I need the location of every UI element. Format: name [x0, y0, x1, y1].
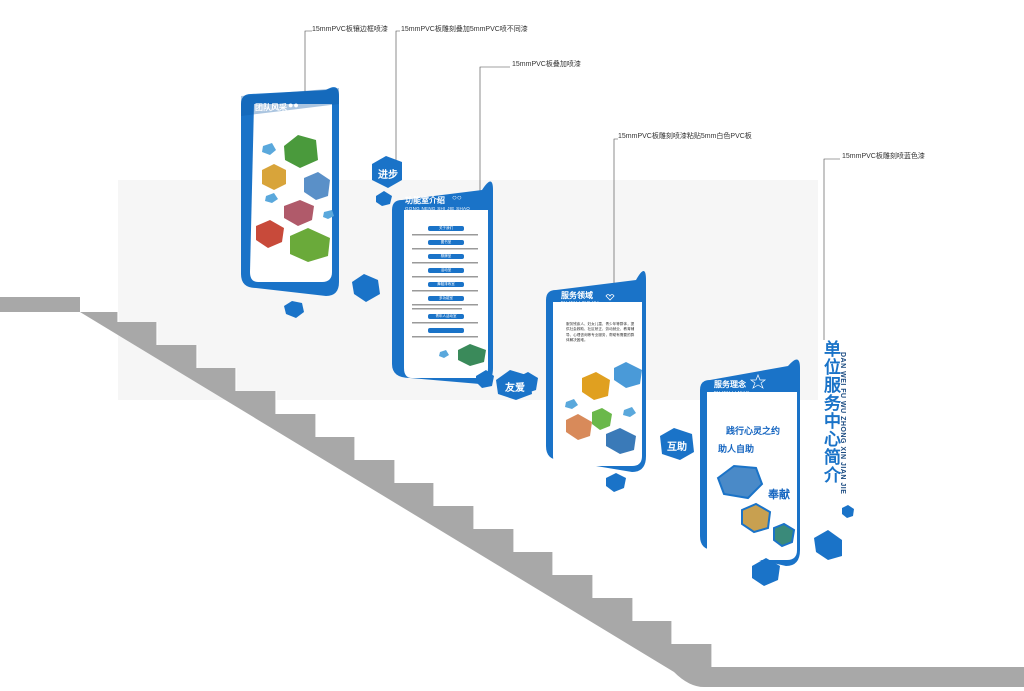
- panel-service-idea-subtitle: FU WU LI NIAN: [714, 390, 750, 395]
- callout-text-4: 15mmPVC板雕刻喷漆粘贴5mm白色PVC板: [618, 133, 752, 140]
- panel-service-area-title: 服务领域: [561, 291, 593, 300]
- func-section-3: 棋牌室: [440, 254, 452, 258]
- people-icon: ●●: [288, 100, 299, 110]
- callout-text-5: 15mmPVC板雕刻喷蓝色漆: [842, 153, 925, 160]
- panel-func-subtitle: GONG NENG SHI JIE SHAO: [405, 206, 471, 211]
- badge-progress: 进步: [378, 170, 398, 181]
- panel-func-title: 功能室介绍: [405, 196, 445, 205]
- badge-friendship: 友爱: [505, 383, 525, 394]
- func-section-2: 图书室: [440, 240, 452, 244]
- callout-text-1: 15mmPVC板镶边框喷漆: [312, 26, 388, 33]
- callout-leaders: [304, 30, 840, 340]
- func-section-5: 舞蹈排练室: [437, 282, 455, 286]
- panel-service-area: [546, 271, 646, 472]
- badge-mutual: 互助: [667, 442, 687, 453]
- panel-service-area-subtitle: FU WU LING YU: [561, 300, 599, 305]
- func-text-lines: [412, 234, 478, 338]
- func-section-6: 多功能室: [439, 296, 453, 300]
- badge-mutual-shape: [660, 428, 694, 460]
- func-section-4: 活动室: [440, 268, 452, 272]
- panel-func: [392, 181, 493, 384]
- slogan-2: 助人自助: [718, 444, 755, 454]
- rings-icon: ○○: [452, 193, 462, 202]
- callout-text-2: 15mmPVC板雕刻叠加5mmPVC喷不同漆: [401, 26, 528, 33]
- main-title: 单位服务中心简介: [821, 340, 840, 484]
- slogan-3: 奉献: [768, 489, 790, 501]
- staircase: [0, 297, 1024, 688]
- func-section-1: 关于我们: [439, 226, 453, 230]
- main-title-pinyin: DAN WEI FU WU ZHONG XIN JIAN JIE: [839, 352, 846, 495]
- badge-friendship-shape: [496, 370, 532, 400]
- panel-team-title: 团队风采: [255, 103, 287, 112]
- callout-text-3: 15mmPVC板叠加喷漆: [512, 61, 581, 68]
- panel-service-idea: [700, 359, 800, 566]
- panel-service-idea-title: 服务理念: [714, 380, 746, 389]
- stair-edges: [117, 312, 713, 667]
- panel-team: [241, 87, 339, 296]
- service-area-body: 服务残疾人、妇女儿童、青少年等群体，提供社会救助、社区矫正、劳动就业、教育辅导、…: [566, 322, 635, 343]
- slogan-1: 践行心灵之约: [726, 426, 781, 436]
- func-section-7: 青年人活动室: [435, 314, 457, 318]
- func-section-bars: [428, 226, 464, 333]
- panel-team-subtitle: QI YE FENG CAI: [255, 113, 294, 118]
- badge-progress-shape: [372, 156, 402, 188]
